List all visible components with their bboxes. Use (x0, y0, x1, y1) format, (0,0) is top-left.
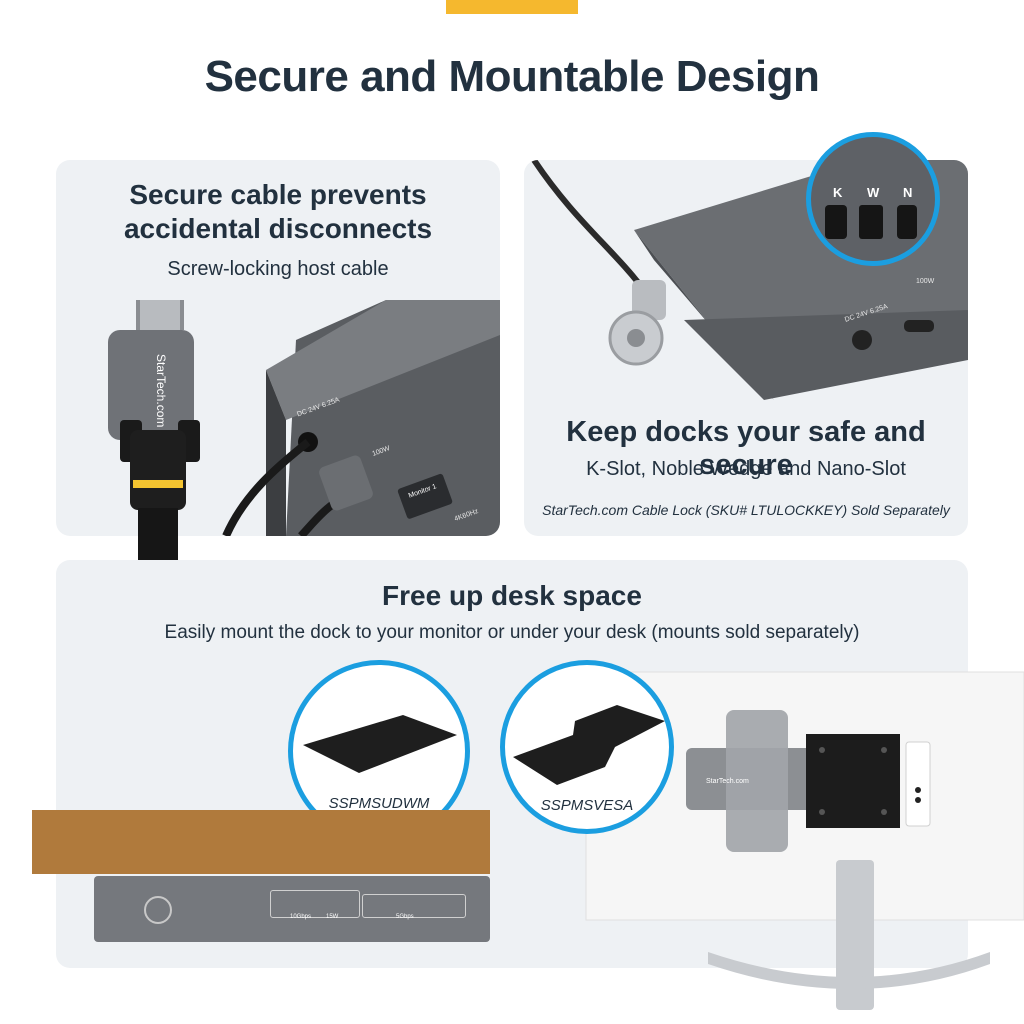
dock-with-cable-illustration (222, 300, 500, 536)
nano-slot (897, 205, 917, 239)
mounted-dock-front: 10Gbps 15W 5Gbps (94, 876, 490, 942)
wedge-slot (859, 205, 883, 239)
security-slots-zoom-circle: K W N (806, 132, 940, 266)
screw-locking-cable-illustration (108, 300, 200, 560)
k-slot (825, 205, 847, 239)
port-label-10gbps: 10Gbps (290, 914, 312, 920)
slot-label-n: N (903, 185, 913, 200)
vesa-mount-plate-icon (513, 705, 665, 785)
cable-lock-note: StarTech.com Cable Lock (SKU# LTULOCKKEY… (542, 502, 950, 518)
desk-space-subtitle: Easily mount the dock to your monitor or… (164, 622, 860, 643)
cable-brand-label: StarTech.com (154, 354, 168, 428)
keep-secure-subtitle: K-Slot, Noble Wedge and Nano-Slot (586, 458, 906, 480)
keep-secure-title: Keep docks your safe and secure (566, 416, 926, 481)
under-desk-mount-plate-icon (303, 715, 457, 773)
usb-c-port-group (270, 890, 360, 918)
monitor-dock-brand: StarTech.com (706, 778, 749, 785)
accent-bar (446, 0, 578, 14)
port-label-5gbps: 5Gbps (396, 914, 414, 920)
desk-space-title: Free up desk space (382, 580, 642, 611)
slot-label-w: W (867, 185, 880, 200)
power-icon (144, 896, 172, 924)
lock-dock-usbc-label: 100W (916, 278, 935, 285)
secure-cable-title-line1: Secure cable prevents (129, 179, 427, 210)
secure-cable-title: Secure cable prevents accidental disconn… (56, 178, 500, 246)
secure-cable-subtitle: Screw-locking host cable (167, 258, 389, 280)
desk-surface (32, 810, 490, 874)
vesa-mount-sku: SSPMSVESA (540, 797, 634, 814)
usb-a-port-group (362, 894, 466, 918)
port-label-15w: 15W (326, 914, 339, 920)
vesa-mount-circle: SSPMSVESA (500, 660, 674, 834)
under-desk-mount-sku: SSPMSUDWM (328, 795, 430, 812)
slot-label-k: K (833, 185, 843, 200)
secure-cable-title-line2: accidental disconnects (123, 213, 433, 244)
page-title: Secure and Mountable Design (204, 52, 820, 101)
